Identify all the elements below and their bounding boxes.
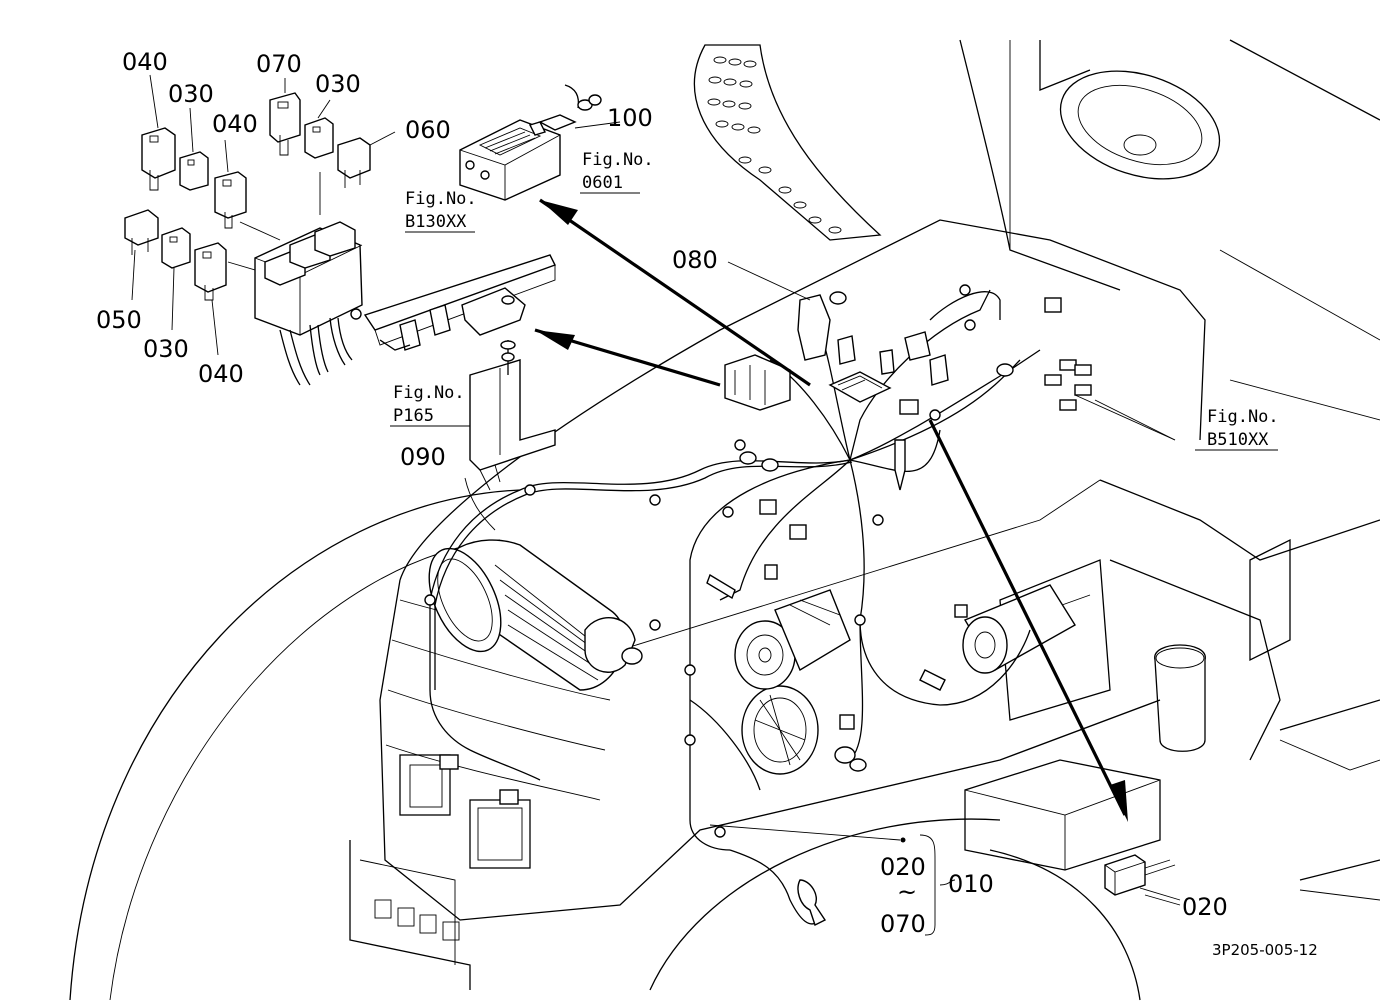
ground-cable-hardware: [529, 84, 621, 136]
label-030-a: 030: [168, 80, 214, 108]
relay-panel: [724, 294, 949, 411]
fuse-040a: [141, 127, 176, 191]
label-040-b: 040: [212, 110, 258, 138]
relay-070: [269, 92, 301, 156]
starter-motor: [962, 584, 1076, 674]
fuse-box-body: [254, 221, 363, 386]
label-100: 100: [607, 104, 653, 132]
fuse-030b: [304, 117, 334, 159]
relay-050: [124, 209, 159, 255]
fuse-030c: [161, 227, 191, 269]
label-leaders: [390, 192, 1278, 936]
fuse-040c: [194, 242, 227, 301]
label-040-c: 040: [198, 360, 244, 388]
fig-ref-0601-number: 0601: [582, 173, 623, 193]
label-050: 050: [96, 306, 142, 334]
connector-020: [1104, 854, 1181, 901]
relay-060: [337, 137, 371, 188]
label-020-b: 020: [1182, 893, 1228, 921]
label-070-a: 070: [256, 50, 302, 78]
fig-ref-b510xx-title: Fig.No.: [1207, 407, 1279, 427]
reference-arrows: [534, 198, 1128, 822]
fuse-040b: [214, 171, 247, 229]
fig-ref-b130xx-title: Fig.No.: [405, 189, 477, 209]
engine-components: [428, 539, 1076, 775]
label-030-b: 030: [315, 70, 361, 98]
fig-ref-b510xx-number: B510XX: [1207, 430, 1269, 450]
fig-ref-p165-title: Fig.No.: [393, 383, 465, 403]
label-040-a: 040: [122, 48, 168, 76]
fuse-030a: [179, 151, 209, 191]
label-070-range-end: 070: [880, 910, 926, 938]
fuse-bracket: [350, 254, 556, 351]
drawing-id: 3P205-005-12: [1212, 941, 1318, 959]
label-range-tilde: ~: [897, 878, 917, 906]
fig-ref-p165-number: P165: [393, 406, 434, 426]
label-060: 060: [405, 116, 451, 144]
reference-dot: [900, 837, 906, 843]
compressor: [734, 589, 851, 690]
alternator: [741, 685, 819, 775]
tractor-outline: [69, 39, 1380, 1001]
control-unit: [459, 119, 561, 201]
label-080: 080: [672, 246, 718, 274]
mount-bracket: [469, 340, 556, 491]
label-090: 090: [400, 443, 446, 471]
label-030-c: 030: [143, 335, 189, 363]
fuse-box-assembly: [124, 74, 396, 386]
fig-ref-b130xx-number: B130XX: [405, 212, 467, 232]
part-labels: 040 030 040 070 030 060 050 030 040 100 …: [96, 48, 1228, 938]
figure-references: Fig.No. 0601 Fig.No. B130XX Fig.No. P165…: [393, 150, 1279, 450]
air-cleaner: [428, 539, 636, 691]
label-010: 010: [948, 870, 994, 898]
fig-ref-0601-title: Fig.No.: [582, 150, 654, 170]
label-020-range-start: 020: [880, 853, 926, 881]
